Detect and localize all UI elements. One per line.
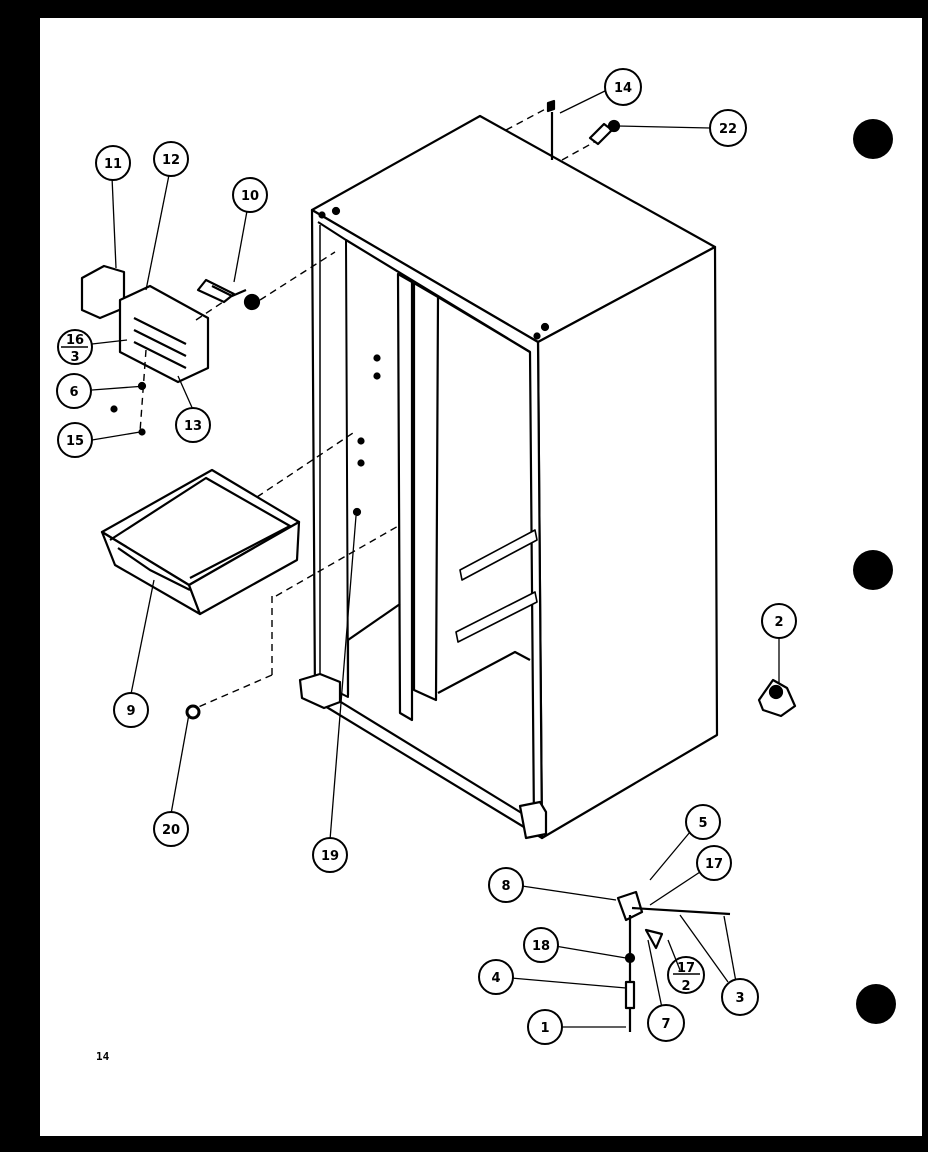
callout-label: 10 <box>241 189 259 204</box>
callout-13: 13 <box>175 407 211 443</box>
callout-label: 20 <box>162 823 180 838</box>
refrigerator-cabinet <box>298 114 719 840</box>
callout-1: 1 <box>527 1009 563 1045</box>
callout-circle <box>478 959 514 995</box>
callout-label: 17 <box>677 961 695 976</box>
callout-circle <box>523 927 559 963</box>
binder-hole-top <box>853 119 893 159</box>
callout-circle <box>488 867 524 903</box>
callout-label: 3 <box>70 350 79 365</box>
callout-leaders <box>91 88 780 1028</box>
callout-label: 2 <box>774 615 783 630</box>
binder-hole-bottom <box>856 984 896 1024</box>
callout-2: 2 <box>681 979 690 994</box>
callout-17: 17 <box>677 961 695 976</box>
callout-18: 18 <box>523 927 559 963</box>
callout-7: 7 <box>647 1004 685 1042</box>
callout-3: 3 <box>721 978 759 1016</box>
callout-label: 7 <box>661 1017 670 1032</box>
callout-9: 9 <box>113 692 149 728</box>
callout-circle <box>56 373 92 409</box>
callout-label: 15 <box>66 434 84 449</box>
callout-circle <box>153 811 189 847</box>
callout-circle <box>685 804 721 840</box>
callout-label: 13 <box>184 419 202 434</box>
callout-15: 15 <box>57 422 93 458</box>
callout-label: 16 <box>66 333 84 348</box>
callout-16: 16 <box>66 333 84 348</box>
callout-circle <box>604 68 642 106</box>
callout-label: 2 <box>681 979 690 994</box>
leader-lines <box>139 104 599 709</box>
callout-label: 8 <box>501 879 510 894</box>
callout-label: 4 <box>491 971 500 986</box>
ice-bin <box>100 468 301 616</box>
callout-circle <box>696 845 732 881</box>
callout-label: 5 <box>698 816 707 831</box>
callout-20: 20 <box>153 811 189 847</box>
callout-circle <box>709 109 747 147</box>
callout-circle <box>721 978 759 1016</box>
callout-11: 11 <box>95 145 131 181</box>
callout-8: 8 <box>488 867 524 903</box>
callout-12: 12 <box>153 141 189 177</box>
callout-label: 9 <box>126 704 135 719</box>
fraction-callout-circle <box>57 329 93 365</box>
callout-label: 1 <box>540 1021 549 1036</box>
callout-label: 11 <box>104 157 122 172</box>
callout-17: 17 <box>696 845 732 881</box>
binder-hole-middle <box>853 550 893 590</box>
callout-circle <box>232 177 268 213</box>
callout-circle <box>761 603 797 639</box>
fraction-callout-circle <box>667 956 705 994</box>
page-number: 14 <box>96 1050 110 1063</box>
callout-circle <box>113 692 149 728</box>
callout-label: 6 <box>69 385 78 400</box>
callout-22: 22 <box>709 109 747 147</box>
callout-circle <box>312 837 348 873</box>
callout-label: 22 <box>719 122 737 137</box>
callout-10: 10 <box>232 177 268 213</box>
callout-circle <box>95 145 131 181</box>
callout-circle <box>647 1004 685 1042</box>
callout-6: 6 <box>56 373 92 409</box>
callout-label: 19 <box>321 849 339 864</box>
callout-5: 5 <box>685 804 721 840</box>
callout-circle <box>153 141 189 177</box>
callout-3: 3 <box>70 350 79 365</box>
callout-label: 3 <box>735 991 744 1006</box>
callout-circle <box>57 422 93 458</box>
callout-2: 2 <box>761 603 797 639</box>
callout-label: 17 <box>705 857 723 872</box>
callout-label: 12 <box>162 153 180 168</box>
callout-label: 18 <box>532 939 550 954</box>
callout-circle <box>527 1009 563 1045</box>
callout-14: 14 <box>604 68 642 106</box>
callout-4: 4 <box>478 959 514 995</box>
ice-maker <box>80 264 236 384</box>
callout-label: 14 <box>614 81 632 96</box>
callout-19: 19 <box>312 837 348 873</box>
callout-circle <box>175 407 211 443</box>
